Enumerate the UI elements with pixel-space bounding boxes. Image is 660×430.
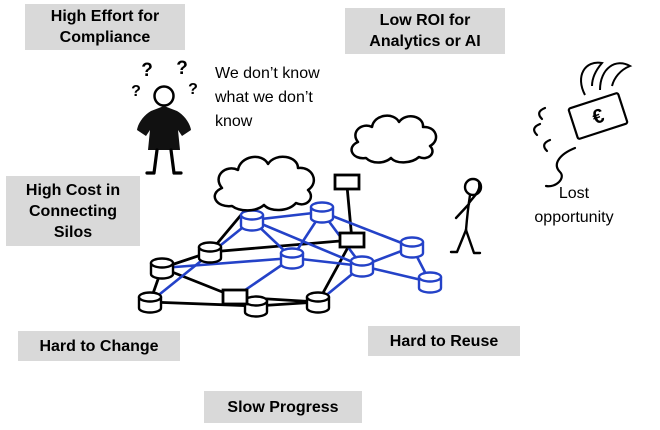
label-low-roi-analytics: Low ROI for Analytics or AI <box>345 8 505 54</box>
question-mark-icon: ? <box>176 58 188 79</box>
server-box-icon <box>221 288 249 306</box>
question-mark-icon: ? <box>141 60 153 81</box>
server-box-icon <box>338 231 366 249</box>
cloud-icon <box>350 114 438 164</box>
thinking-person-figure: ? ? ? ? <box>131 58 198 175</box>
label-hard-to-change: Hard to Change <box>18 331 180 361</box>
question-mark-icon: ? <box>131 83 141 100</box>
annotation-lost-opportunity: Lost opportunity <box>534 185 614 226</box>
cloud-icon <box>213 155 316 212</box>
motion-squiggles <box>533 106 577 188</box>
label-hard-to-reuse: Hard to Reuse <box>368 326 520 356</box>
label-slow-progress: Slow Progress <box>204 391 362 423</box>
label-high-effort-compliance: High Effort for Compliance <box>25 4 185 50</box>
confused-person-figure <box>449 177 483 255</box>
server-box-icon <box>333 173 361 191</box>
flying-money-icon: € <box>533 61 633 188</box>
annotation-dont-know: We don’t know what we don’t know <box>215 65 320 130</box>
label-high-cost-silos: High Cost in Connecting Silos <box>6 176 140 246</box>
question-mark-icon: ? <box>188 81 198 98</box>
